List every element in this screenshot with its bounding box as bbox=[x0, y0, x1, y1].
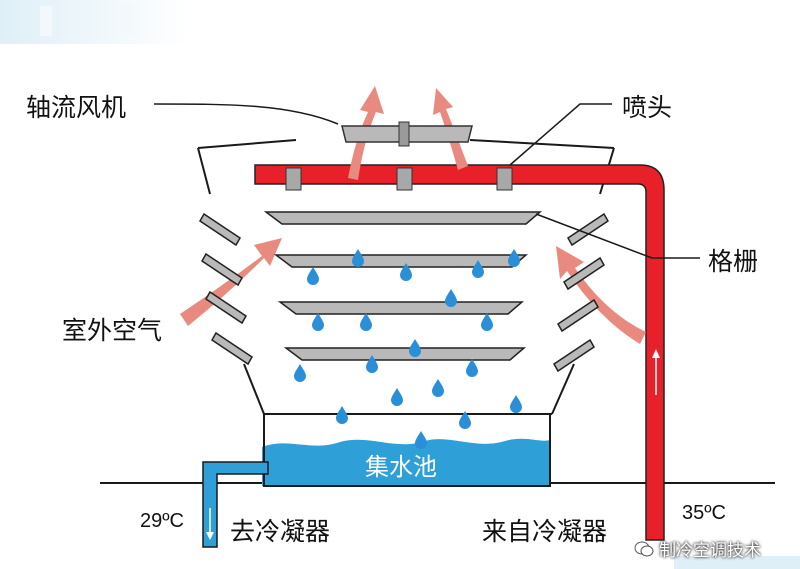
air-inlet-louvers-left bbox=[199, 212, 253, 366]
nozzle-label: 喷头 bbox=[622, 93, 673, 122]
grille-label: 格栅 bbox=[708, 247, 759, 276]
from-condenser-label: 来自冷凝器 bbox=[482, 517, 608, 546]
watermark: 制冷空调技术 bbox=[634, 536, 761, 561]
cold-water-outlet-pipe bbox=[202, 461, 269, 548]
outlet-temperature: 29ºC bbox=[140, 510, 184, 532]
spray-nozzles bbox=[285, 167, 513, 191]
label-leader-lines bbox=[153, 103, 700, 259]
outdoor-air-label: 室外空气 bbox=[62, 316, 163, 345]
hot-water-pipe bbox=[254, 164, 665, 541]
fan-icon bbox=[341, 121, 473, 147]
basin-label: 集水池 bbox=[365, 453, 437, 481]
watermark-text: 制冷空调技术 bbox=[659, 541, 761, 561]
to-condenser-label: 去冷凝器 bbox=[230, 517, 331, 546]
wechat-icon bbox=[634, 541, 654, 556]
air-inlet-louvers-right bbox=[553, 212, 609, 373]
inlet-temperature: 35ºC bbox=[682, 502, 726, 524]
water-basin bbox=[262, 413, 552, 487]
fan-label: 轴流风机 bbox=[26, 93, 127, 122]
grille-fill bbox=[263, 211, 543, 361]
